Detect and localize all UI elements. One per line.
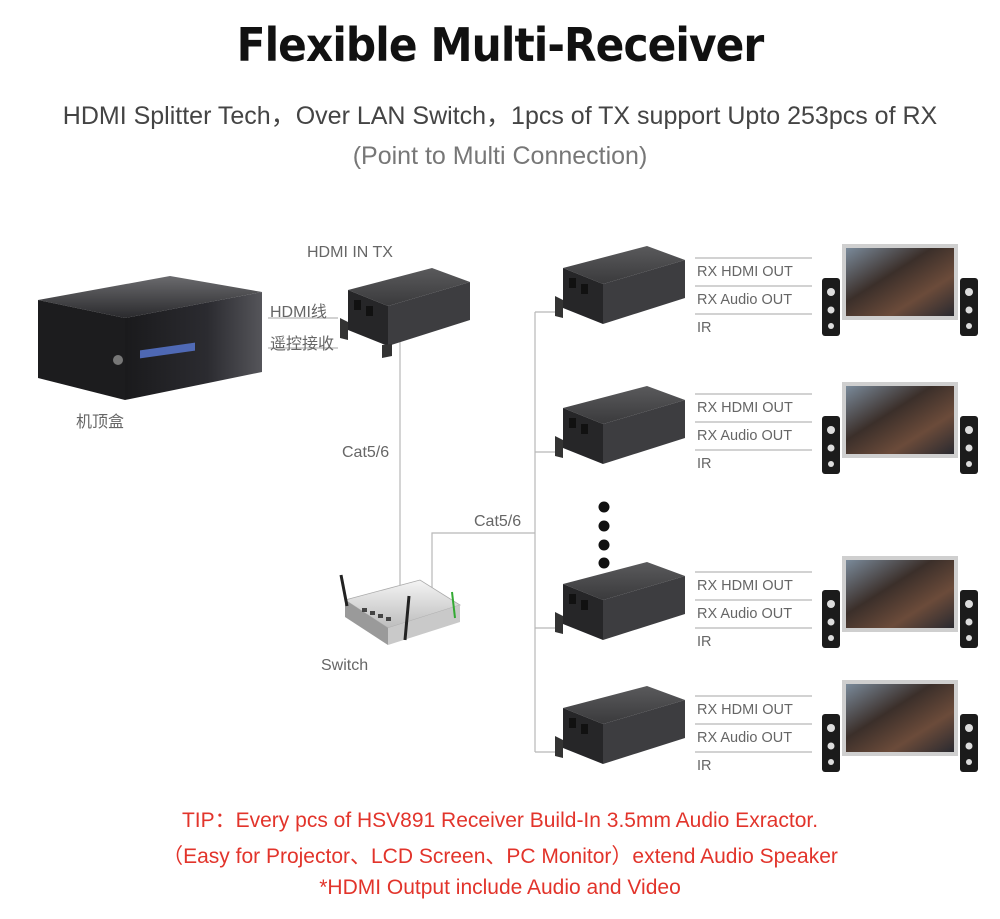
- rx1-hdmi-out-label: RX HDMI OUT: [697, 264, 793, 280]
- tip-line-2: （Easy for Projector、LCD Screen、PC Monito…: [162, 845, 838, 868]
- rx2-audio-out-label: RX Audio OUT: [697, 428, 793, 444]
- tv-set-4: [822, 680, 978, 772]
- receiver-box-3: [555, 562, 685, 640]
- receiver-box-4: [555, 686, 685, 764]
- rx-label-lines: [695, 257, 812, 753]
- set-top-box-icon: [38, 276, 262, 400]
- cable-label-switch-rx: Cat5/6: [474, 513, 522, 530]
- tip-line-1: TIP：Every pcs of HSV891 Receiver Build-I…: [181, 809, 819, 832]
- connection-lines: [268, 257, 812, 753]
- rx2-hdmi-out-label: RX HDMI OUT: [697, 400, 793, 416]
- tv-set-2: [822, 382, 978, 474]
- receiver-box-icons: [555, 246, 685, 764]
- tip-line-3: *HDMI Output include Audio and Video: [319, 876, 681, 899]
- rx4-ir-label: IR: [697, 758, 712, 774]
- page-subtitle: HDMI Splitter Tech，Over LAN Switch，1pcs …: [62, 102, 938, 130]
- page-title: Flexible Multi-Receiver: [236, 18, 765, 72]
- switch-rx-cable: [431, 532, 535, 588]
- rx4-hdmi-out-label: RX HDMI OUT: [697, 702, 793, 718]
- rx4-audio-out-label: RX Audio OUT: [697, 730, 793, 746]
- rx1-audio-out-label: RX Audio OUT: [697, 292, 793, 308]
- router-switch-icon: [339, 574, 461, 645]
- rx3-ir-label: IR: [697, 634, 712, 650]
- stb-label: 机顶盒: [76, 414, 125, 431]
- tv-set-1: [822, 244, 978, 336]
- transmitter-box-icon: [340, 268, 470, 358]
- rx1-ir-label: IR: [697, 320, 712, 336]
- rx3-audio-out-label: RX Audio OUT: [697, 606, 793, 622]
- receiver-box-2: [555, 386, 685, 464]
- more-receivers-dots-icon: [598, 501, 610, 569]
- switch-label: Switch: [321, 657, 369, 674]
- tx-label: HDMI IN TX: [307, 244, 393, 261]
- connection-note: (Point to Multi Connection): [352, 142, 648, 170]
- rx3-hdmi-out-label: RX HDMI OUT: [697, 578, 793, 594]
- rx2-ir-label: IR: [697, 456, 712, 472]
- receiver-box-1: [555, 246, 685, 324]
- hdmi-cable-label: HDMI线: [270, 304, 327, 321]
- remote-receive-label: 遥控接收: [270, 336, 335, 353]
- cable-label-tx-switch: Cat5/6: [342, 444, 390, 461]
- tv-set-3: [822, 556, 978, 648]
- tv-speaker-icons: [822, 244, 978, 772]
